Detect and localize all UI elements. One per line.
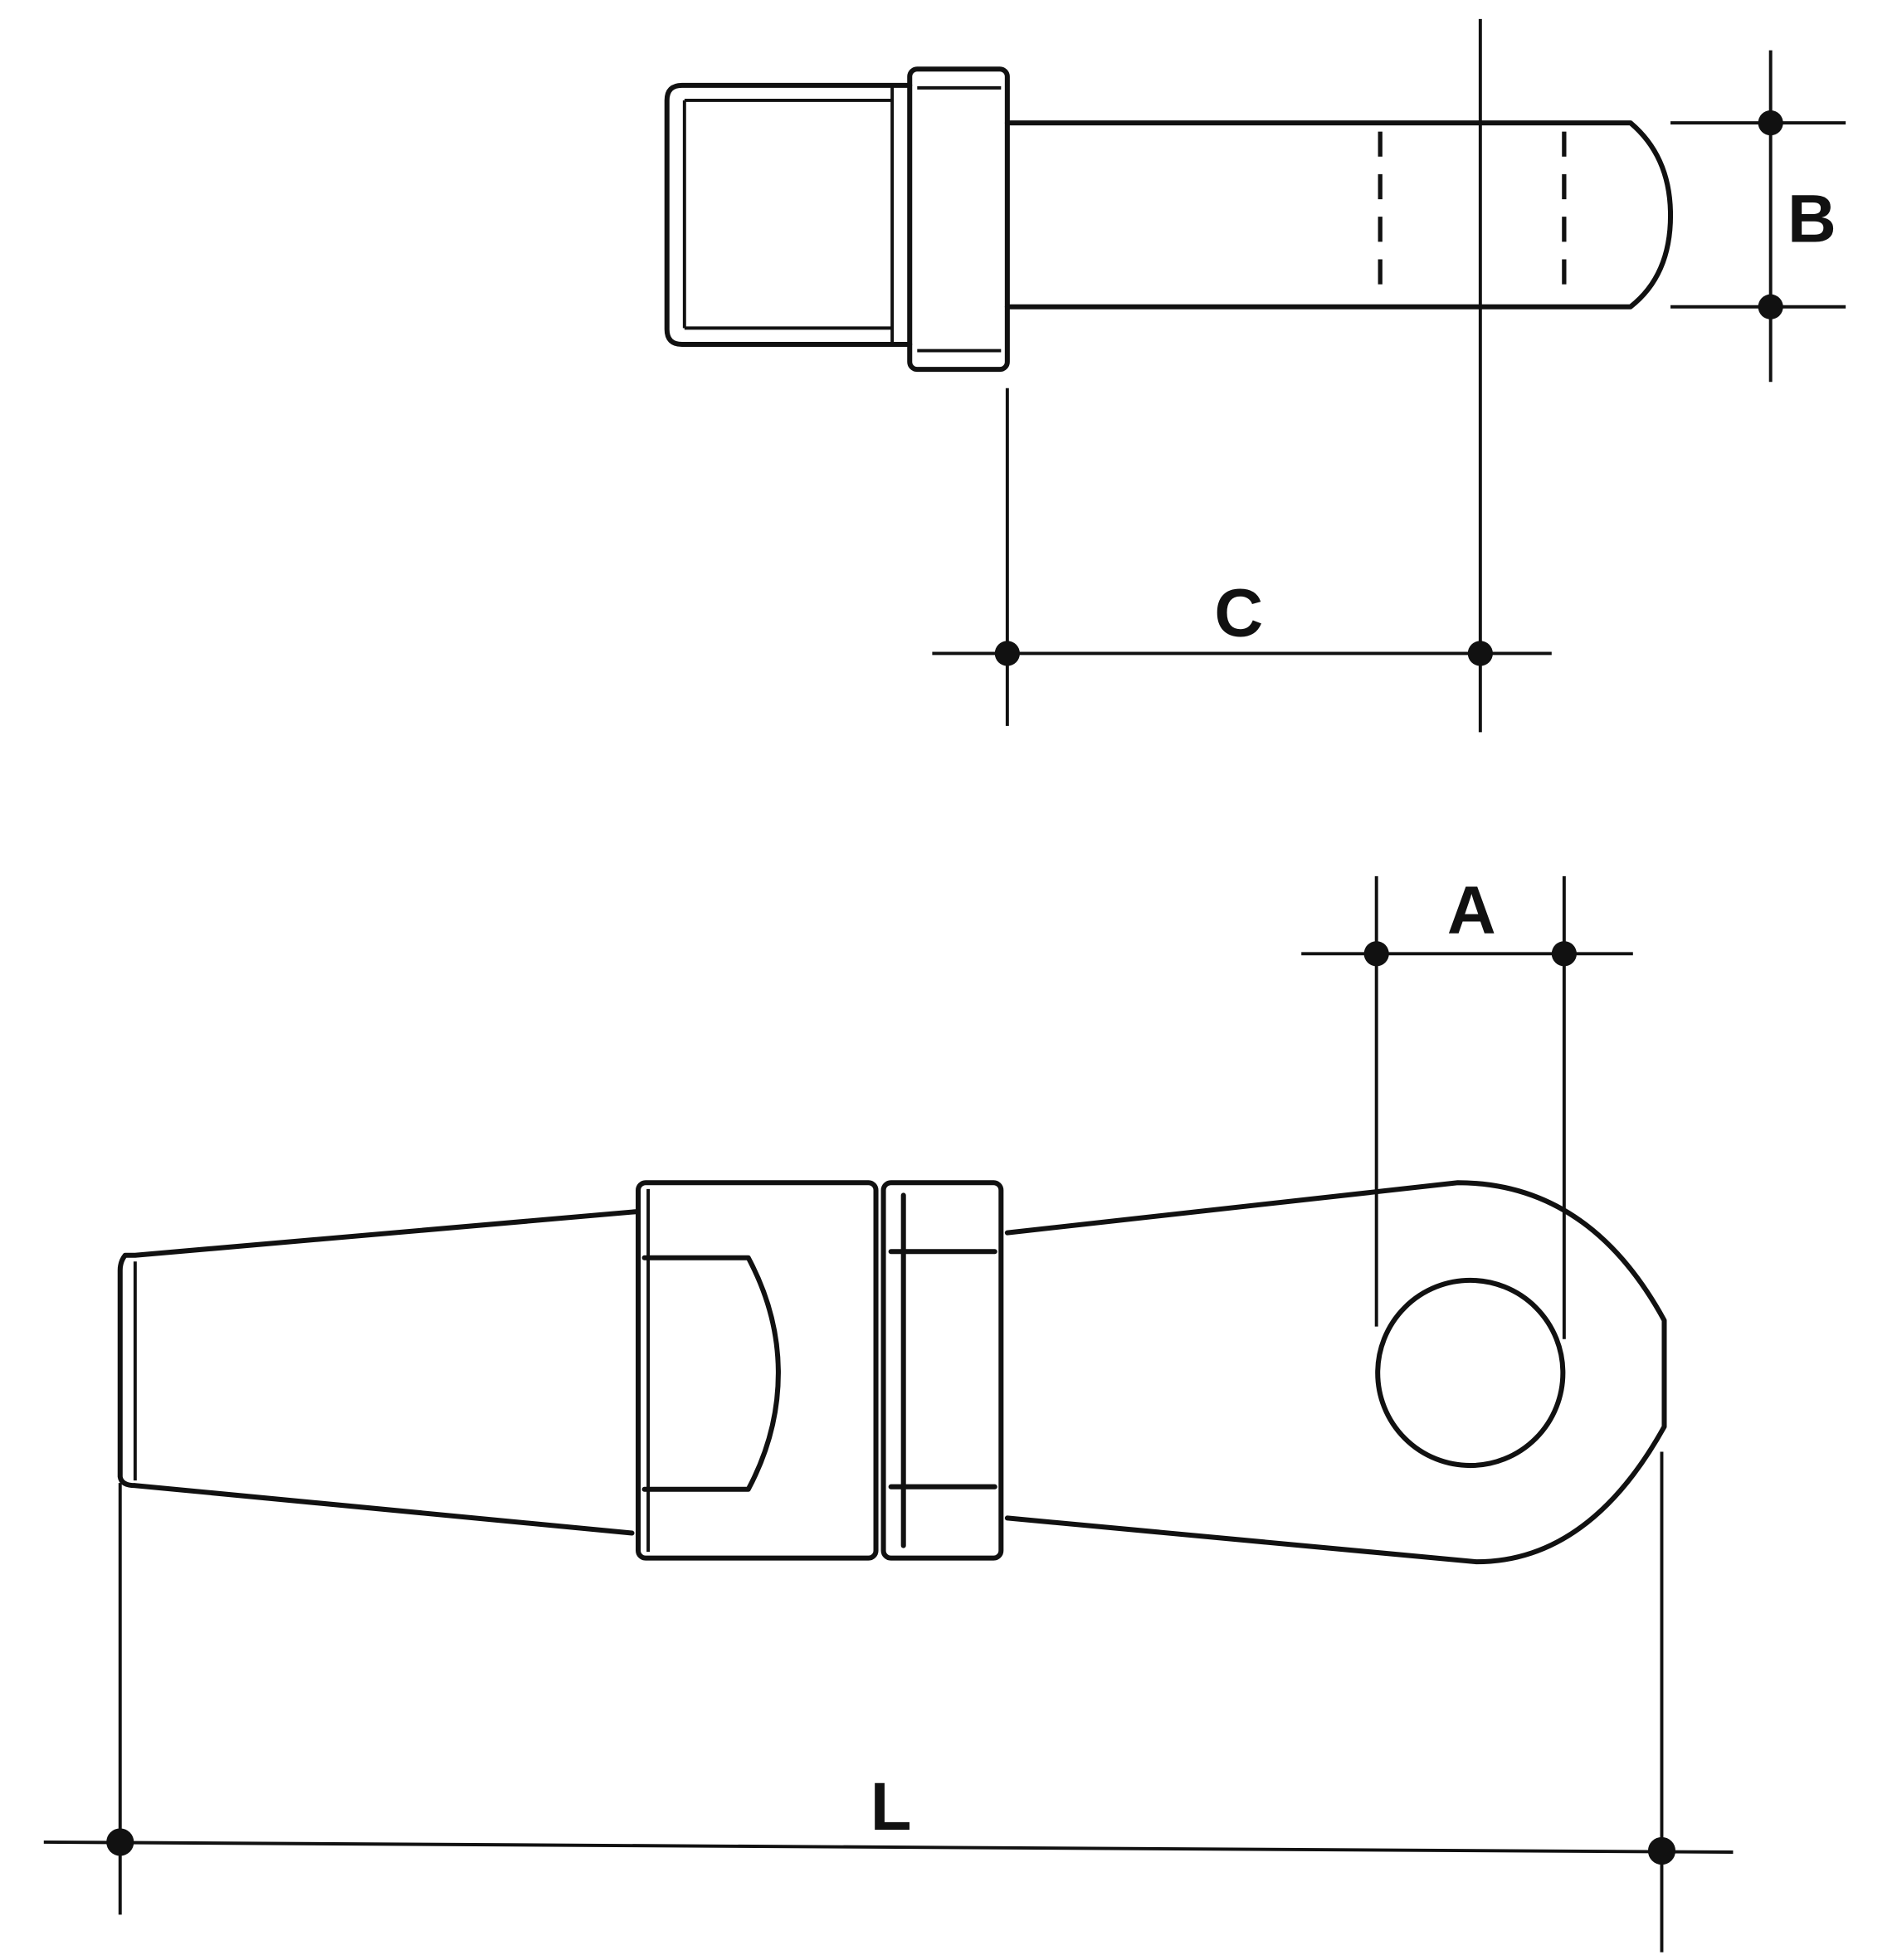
dim-c-dot-left: [994, 641, 1020, 666]
dim-a-label: A: [1447, 873, 1496, 948]
dim-a-dot-right: [1551, 941, 1577, 967]
dim-b-dot-bottom: [1758, 294, 1783, 319]
dim-l-label: L: [871, 1769, 912, 1845]
threaded-end: [664, 82, 913, 348]
eye-end: [1004, 1180, 1667, 1565]
dim-c-dot-right: [1467, 641, 1493, 666]
dim-a-dot-left: [1363, 941, 1389, 967]
lock-nut-faces: [888, 1192, 997, 1548]
dim-l-dot-right: [1647, 1836, 1676, 1865]
eye-hole: [1375, 1277, 1566, 1469]
dim-b-dot-top: [1758, 110, 1783, 136]
front-view: A L: [43, 873, 1734, 1953]
shaft: [1004, 120, 1674, 310]
swage-nut: [636, 1180, 879, 1561]
tapered-body: [117, 1208, 641, 1536]
thread-lines: [682, 85, 895, 344]
dim-l-line: [43, 1840, 1734, 1854]
nut-chamfer: [917, 85, 1002, 353]
top-view: B C: [664, 18, 1846, 733]
dim-l-dot-left: [106, 1828, 134, 1856]
swage-nut-flat: [641, 1255, 781, 1492]
hex-nut-top: [907, 66, 1010, 373]
dim-b-label: B: [1787, 181, 1836, 256]
lock-nut: [880, 1180, 1004, 1561]
dim-c-label: C: [1214, 575, 1263, 651]
